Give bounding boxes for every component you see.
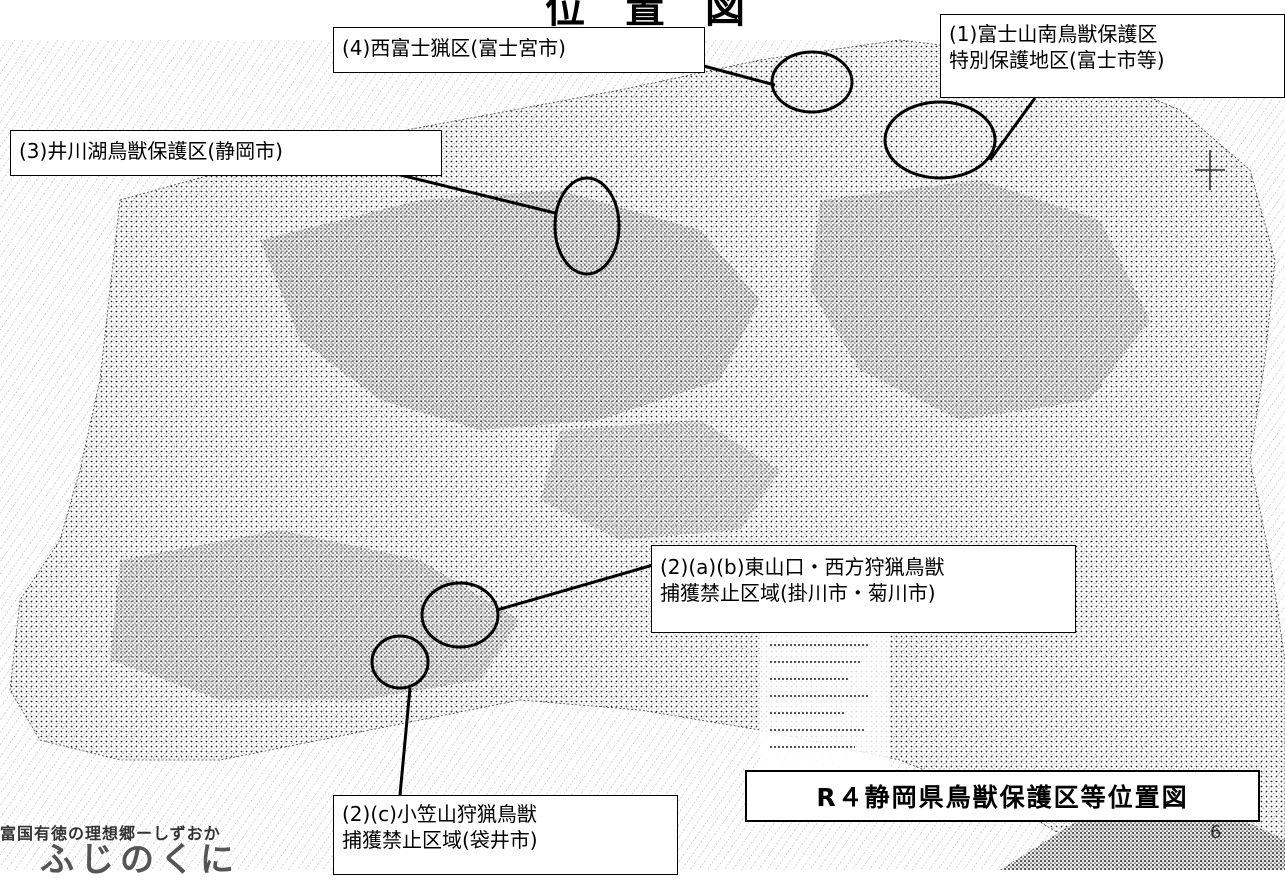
leader-line-4 [699,63,776,87]
callout-line: (2)(a)(b)東山口・西方狩猟鳥獣 [660,555,945,579]
callout-nishi-fuji-hunting-area: (4)西富士猟区(富士宮市) [333,27,705,73]
header-title: 位置図 [545,0,785,32]
site-marker-1 [883,100,997,180]
callout-ikawa-lake-protection: (3)井川湖鳥獣保護区(静岡市) [10,130,442,176]
callout-line: (2)(c)小笠山狩猟鳥獣 [342,802,537,826]
compass-mark [1195,150,1225,190]
callout-line: (4)西富士猟区(富士宮市) [342,36,566,60]
callout-line: 捕獲禁止区域(袋井市) [342,828,538,852]
callout-line: 特別保護地区(富士市等) [949,48,1165,72]
callout-line: 捕獲禁止区域(掛川市・菊川市) [660,581,936,605]
callout-higashiyamaguchi-nishikata: (2)(a)(b)東山口・西方狩猟鳥獣 捕獲禁止区域(掛川市・菊川市) [651,545,1076,633]
relief-hatch-overlay [0,40,1285,870]
callout-line: (3)井川湖鳥獣保護区(静岡市) [19,139,283,163]
footer-logo: ふじのくに [40,840,240,880]
leader-line-2c [398,687,412,796]
site-marker-4 [770,50,854,114]
page-number: 6 [1210,822,1222,843]
site-marker-2ab [420,581,500,649]
callout-line: (1)富士山南鳥獣保護区 [949,22,1158,46]
callout-ogasayama: (2)(c)小笠山狩猟鳥獣 捕獲禁止区域(袋井市) [333,795,678,875]
site-marker-2c [370,634,430,690]
leader-line-1 [988,97,1037,161]
legend-box [760,630,890,770]
callout-fuji-south-special-protection: (1)富士山南鳥獣保護区 特別保護地区(富士市等) [940,14,1285,98]
map-title: R４静岡県鳥獣保護区等位置図 [745,770,1260,822]
leader-line-2ab [496,563,654,612]
footer-slogan: 富国有徳の理想郷ーしずおか [0,824,221,843]
site-marker-3 [553,176,621,276]
leader-line-3 [379,168,556,215]
